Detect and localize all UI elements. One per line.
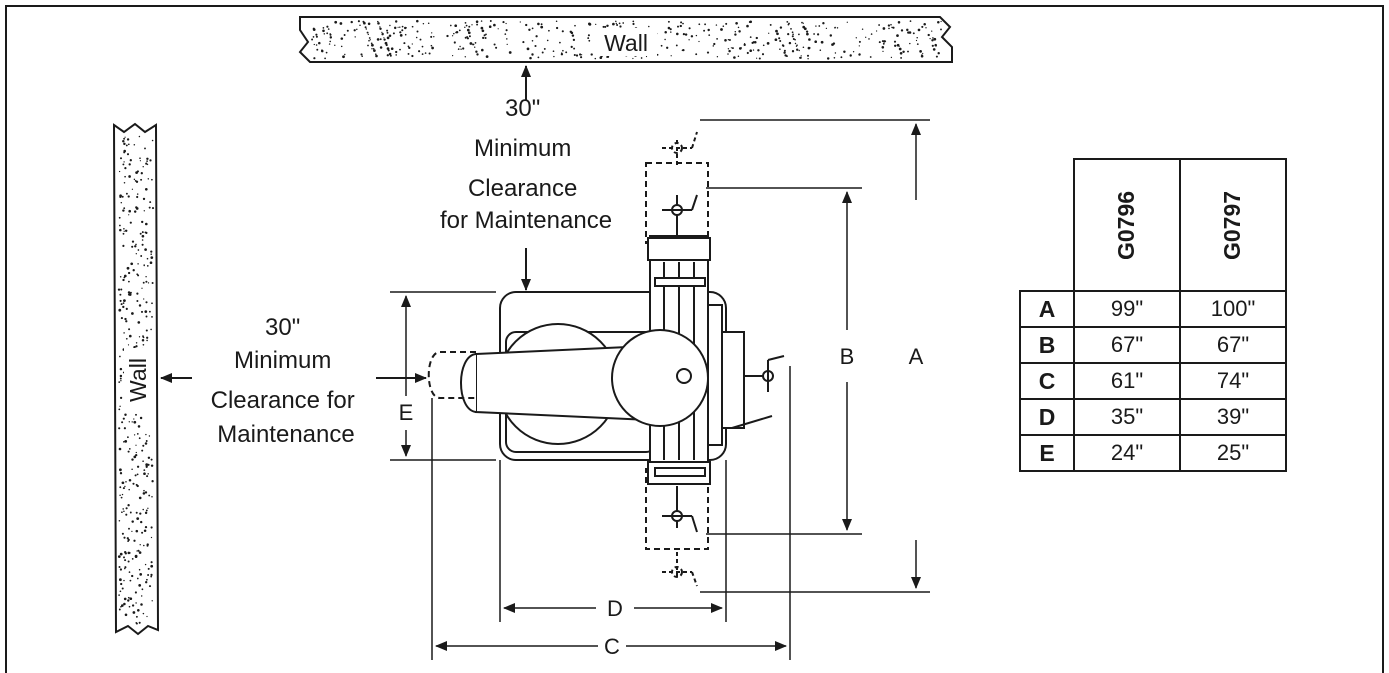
top-clearance-note: 30" Minimum Clearance for Maintenance (440, 95, 612, 234)
table-cell: 100" (1179, 290, 1287, 328)
handwheel-bottom (662, 486, 698, 533)
table-end-top (647, 237, 711, 261)
row-label: D (1019, 398, 1075, 436)
knee-housing (721, 331, 745, 429)
handwheel-top-ghost (662, 131, 698, 165)
dimension-b (706, 187, 862, 535)
table-cell: 24" (1073, 434, 1181, 472)
row-label: E (1019, 434, 1075, 472)
top-wall-label: Wall (604, 30, 648, 56)
dimension-e-label: E (399, 400, 414, 425)
top-wall: Wall (298, 16, 953, 63)
table-cell: 74" (1179, 362, 1287, 400)
table-saddle (707, 304, 723, 446)
left-wall: Wall (112, 122, 160, 636)
table-row: D 35" 39" (1019, 398, 1287, 436)
spindle (676, 368, 692, 384)
row-label: C (1019, 362, 1075, 400)
table-cell: 35" (1073, 398, 1181, 436)
table-row: C 61" 74" (1019, 362, 1287, 400)
handwheel-side (731, 355, 785, 429)
dimension-a-label: A (909, 344, 924, 369)
row-label: B (1019, 326, 1075, 364)
handwheel-bottom-ghost (662, 552, 698, 587)
dimension-a (700, 119, 930, 593)
table-cell: 67" (1179, 326, 1287, 364)
row-label: A (1019, 290, 1075, 328)
ram-extension-dashed (427, 351, 476, 399)
table-row: B 67" 67" (1019, 326, 1287, 364)
table-cell: 39" (1179, 398, 1287, 436)
diagram-frame (5, 5, 1384, 673)
table-corner (1020, 159, 1075, 292)
table-cell: 61" (1073, 362, 1181, 400)
spindle-head (611, 329, 709, 427)
machine-top-view (427, 131, 785, 587)
model-header-g0797: G0797 (1179, 158, 1287, 292)
dimension-e (390, 291, 496, 461)
left-wall-label: Wall (125, 358, 151, 402)
table-cell: 25" (1179, 434, 1287, 472)
table-cell: 67" (1073, 326, 1181, 364)
machine-ram-end (460, 353, 477, 413)
dimension-b-label: B (840, 344, 855, 369)
handwheel-top (662, 194, 698, 238)
table-header-row: G0796 G0797 (1020, 158, 1287, 292)
dimension-c-label: C (604, 634, 620, 659)
table-row: A 99" 100" (1019, 290, 1287, 328)
dimension-c (431, 366, 791, 660)
table-row: E 24" 25" (1019, 434, 1287, 472)
dimensions-table: G0796 G0797 A 99" 100" B 67" 67" C 61" 7… (1019, 158, 1287, 472)
table-cell: 99" (1073, 290, 1181, 328)
dimension-d (499, 460, 727, 622)
model-header-g0796: G0796 (1073, 158, 1181, 292)
left-clearance-note: 30" Minimum Clearance for Maintenance (211, 314, 362, 448)
dimension-d-label: D (607, 596, 623, 621)
